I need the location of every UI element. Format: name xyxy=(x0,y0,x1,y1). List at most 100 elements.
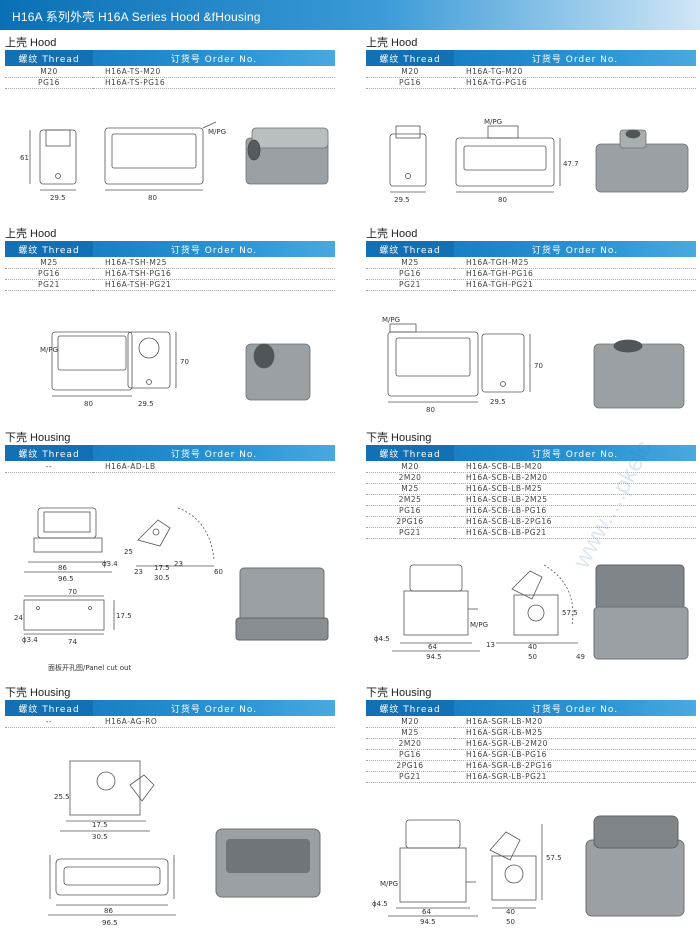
thread-cell: PG16 xyxy=(5,268,93,280)
tgh-hood-drawing: M/PG 80 29.5 70 xyxy=(382,316,685,414)
order-no-cell: H16A-TS-M20 xyxy=(93,66,335,78)
thread-cell: PG16 xyxy=(366,505,454,517)
thread-column-header: 螺纹 Thread xyxy=(366,50,454,66)
order-no-cell: H16A-TSH-PG16 xyxy=(93,268,335,280)
sgr-dim-d1: 64 xyxy=(422,908,431,916)
tsh-hood-drawing: M/PG 80 29.5 70 xyxy=(40,331,311,408)
order-no-cell: H16A-SCB-LB-PG21 xyxy=(454,527,696,539)
order-no-cell: H16A-TG-M20 xyxy=(454,66,696,78)
order-no-cell: H16A-TGH-PG21 xyxy=(454,279,696,291)
tgh-dim-thread: M/PG xyxy=(382,316,400,324)
tg-dim-thread: M/PG xyxy=(484,118,502,126)
order-no-column-header: 订货号 Order No. xyxy=(454,700,696,716)
tg-hood-drawing: M/PG 47.7 29.5 80 xyxy=(389,118,689,204)
order-no-column-header: 订货号 Order No. xyxy=(454,241,696,257)
thread-column-header: 螺纹 Thread xyxy=(366,700,454,716)
sgr-housing-drawing: ϕ4.5 M/PG 64 94.5 57.5 40 50 xyxy=(372,815,685,926)
sgr-dim-d2: 94.5 xyxy=(420,918,436,926)
thread-cell: PG16 xyxy=(366,268,454,280)
scb-dim-thread: M/PG xyxy=(470,621,488,629)
thread-cell: M25 xyxy=(366,257,454,269)
tsh-dim-w1: 80 xyxy=(84,400,93,408)
scb-dim-c: 50 xyxy=(528,653,537,661)
tsh-dim-h: 70 xyxy=(180,358,189,366)
order-no-cell: H16A-AG-RO xyxy=(93,716,335,728)
ad-dim-h: 25 xyxy=(124,548,133,556)
order-no-cell: H16A-SCB-LB-2M20 xyxy=(454,472,696,484)
tg-dim-w1: 29.5 xyxy=(394,196,410,204)
thread-cell: 2M20 xyxy=(366,472,454,484)
ts-dim-thread: M/PG xyxy=(208,128,226,136)
thread-cell: M20 xyxy=(366,716,454,728)
order-no-cell: H16A-SGR-LB-2M20 xyxy=(454,738,696,750)
thread-cell: PG21 xyxy=(5,279,93,291)
order-no-cell: H16A-SCB-LB-PG16 xyxy=(454,505,696,517)
thread-cell: 2PG16 xyxy=(366,760,454,772)
order-no-cell: H16A-TGH-M25 xyxy=(454,257,696,269)
sgr-dim-hole: ϕ4.5 xyxy=(372,900,388,908)
section-heading: 下壳 Housing xyxy=(5,432,71,444)
sgr-dim-h: 57.5 xyxy=(546,854,562,862)
table-row: --H16A-AG-RO xyxy=(5,716,335,728)
ad-dim-c: 23 xyxy=(174,560,183,568)
thread-column-header: 螺纹 Thread xyxy=(5,700,93,716)
ad-cut-h2: 17.5 xyxy=(116,612,132,620)
section-heading: 下壳 Housing xyxy=(5,687,71,699)
thread-column-header: 螺纹 Thread xyxy=(366,241,454,257)
thread-column-header: 螺纹 Thread xyxy=(5,241,93,257)
section-heading: 上壳 Hood xyxy=(5,228,57,240)
thread-cell: M20 xyxy=(5,66,93,78)
section-heading: 下壳 Housing xyxy=(366,687,432,699)
order-no-cell: H16A-AD-LB xyxy=(93,461,335,473)
thread-cell: M25 xyxy=(5,257,93,269)
section-heading: 下壳 Housing xyxy=(366,432,432,444)
tg-dim-w2: 80 xyxy=(498,196,507,204)
thread-cell: 2M20 xyxy=(366,738,454,750)
scb-dim-b: 40 xyxy=(528,643,537,651)
scb-dim-d: 49 xyxy=(576,653,585,661)
order-no-cell: H16A-SGR-LB-M20 xyxy=(454,716,696,728)
tsh-dim-w2: 29.5 xyxy=(138,400,154,408)
thread-column-header: 螺纹 Thread xyxy=(5,50,93,66)
ad-dim-a: 23 xyxy=(134,568,143,576)
ts-dim-w2: 80 xyxy=(148,194,157,202)
thread-cell: M25 xyxy=(366,483,454,495)
thread-cell: -- xyxy=(5,716,93,728)
ad-housing-drawing: 86 96.5 ϕ3.4 25 23 17.5 23 30.5 60 70 24… xyxy=(14,507,329,646)
order-no-cell: H16A-SGR-LB-2PG16 xyxy=(454,760,696,772)
ad-cut-hole: ϕ3.4 xyxy=(22,636,38,644)
thread-cell: PG21 xyxy=(366,279,454,291)
section-heading: 上壳 Hood xyxy=(366,228,418,240)
order-no-cell: H16A-TG-PG16 xyxy=(454,77,696,89)
thread-cell: PG21 xyxy=(366,527,454,539)
